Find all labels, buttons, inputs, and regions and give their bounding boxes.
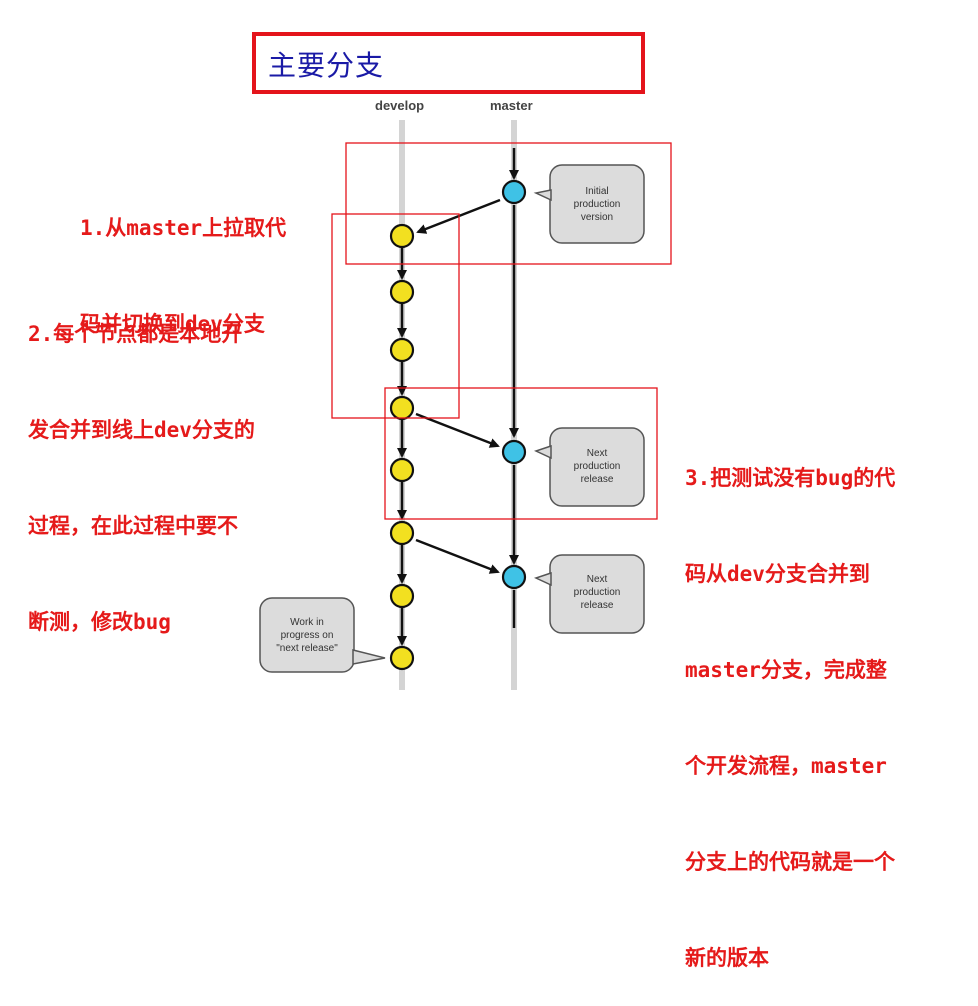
annotation-step3: 3.把测试没有bug的代 码从dev分支合并到 master分支，完成整 个开发… bbox=[685, 466, 896, 970]
master-node bbox=[501, 564, 527, 590]
bubble-initial-text: Initial production version bbox=[573, 186, 621, 223]
develop-node bbox=[389, 457, 415, 483]
merge-arrow-1 bbox=[415, 412, 500, 448]
diagram-title: 主要分支 bbox=[268, 49, 385, 82]
master-label: master bbox=[490, 98, 533, 113]
develop-node bbox=[389, 337, 415, 363]
bubble-release-2-text: Next production release bbox=[573, 574, 621, 611]
bubble-release-1-text: Next production release bbox=[573, 448, 621, 485]
bubble-release-1 bbox=[533, 427, 645, 507]
bubble-release-2 bbox=[533, 554, 645, 634]
develop-node bbox=[389, 645, 415, 671]
develop-nodes bbox=[389, 223, 415, 671]
master-node bbox=[501, 439, 527, 465]
bubble-initial bbox=[533, 164, 645, 244]
merge-arrow-2 bbox=[415, 538, 500, 574]
develop-node bbox=[389, 520, 415, 546]
annotation-step1: 1.从master上拉取代 码并切换到dev分支 bbox=[80, 216, 287, 336]
highlight-step3 bbox=[384, 387, 658, 520]
develop-label: develop bbox=[375, 98, 425, 113]
bubble-wip bbox=[259, 597, 386, 673]
annotation-step2: 2.每个节点都是本地开 发合并到线上dev分支的 过程，在此过程中要不 断测，修… bbox=[28, 322, 255, 634]
highlight-step2 bbox=[331, 213, 460, 419]
develop-node bbox=[389, 395, 415, 421]
gitflow-diagram bbox=[259, 120, 672, 690]
master-nodes bbox=[501, 179, 527, 590]
develop-node bbox=[389, 583, 415, 609]
master-node bbox=[501, 179, 527, 205]
develop-node bbox=[389, 279, 415, 305]
highlight-step1 bbox=[345, 142, 672, 265]
title-box: 主要分支 bbox=[252, 32, 645, 94]
develop-node bbox=[389, 223, 415, 249]
bubble-wip-text: Work in progress on "next release" bbox=[276, 617, 338, 654]
